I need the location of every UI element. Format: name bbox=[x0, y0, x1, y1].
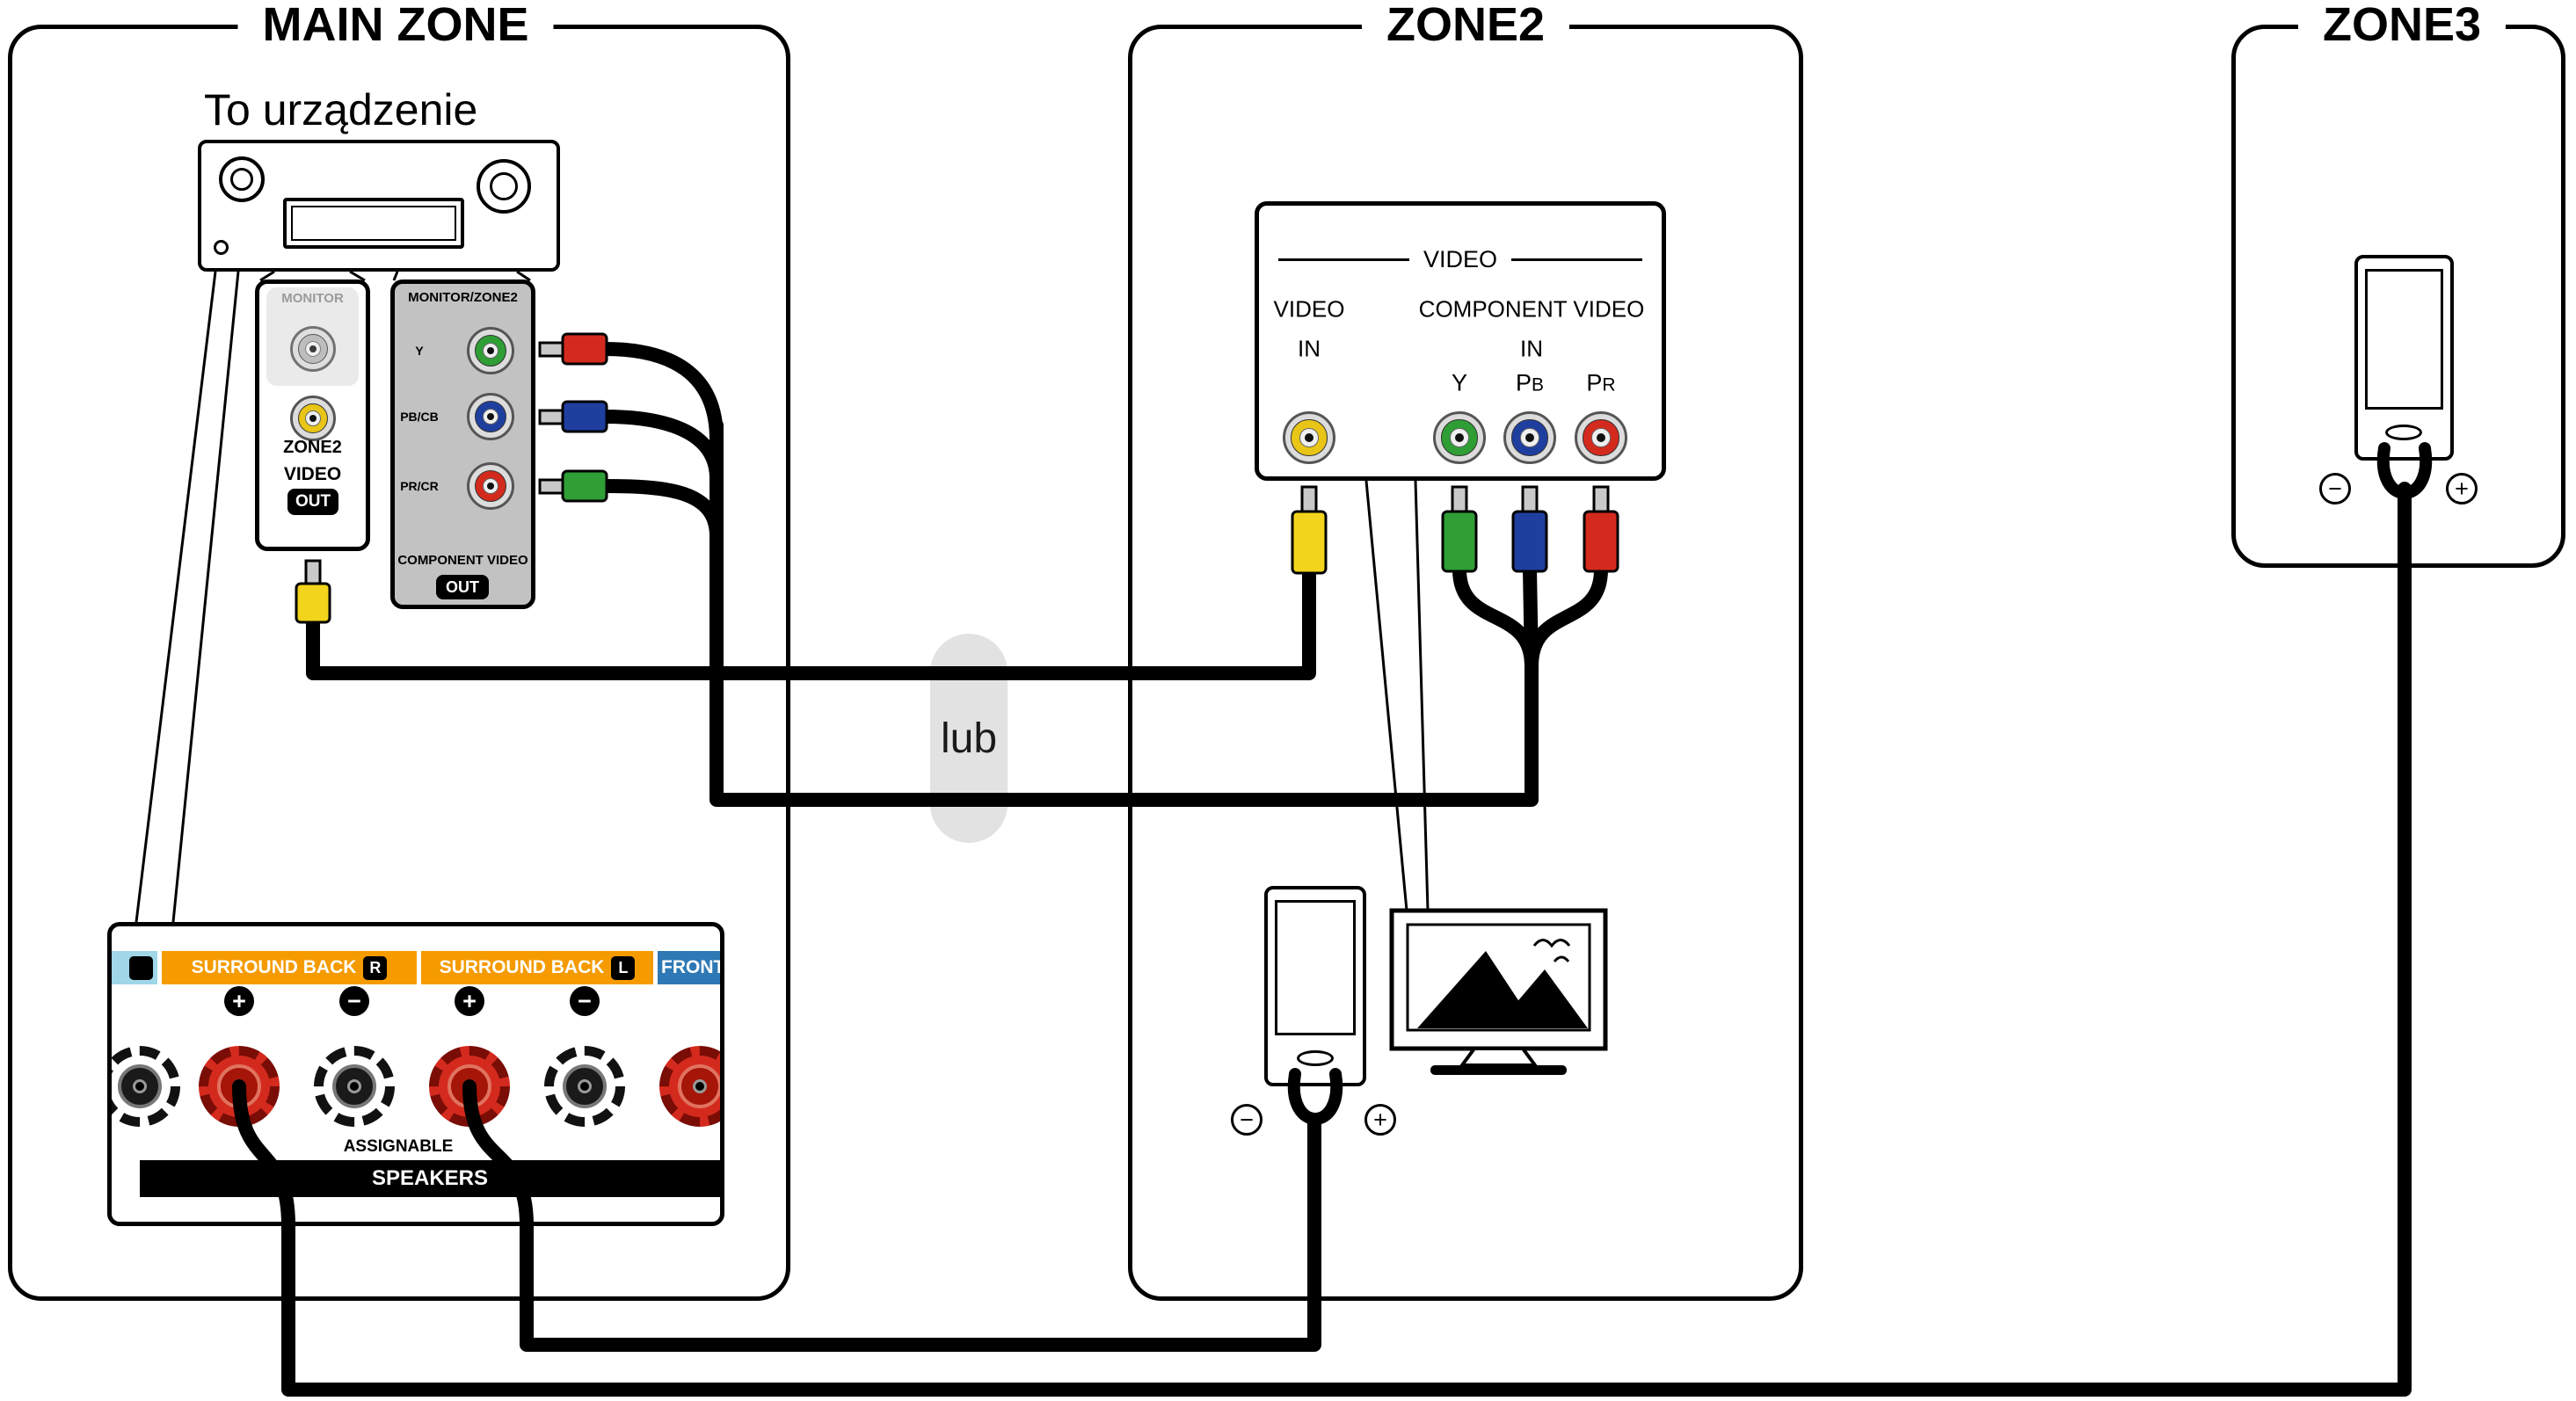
speaker-label-strip: SURROUND BACK R SURROUND BACK L FRONT bbox=[112, 951, 720, 984]
cut-badge bbox=[129, 955, 153, 980]
speaker-grille bbox=[1275, 900, 1356, 1035]
speaker-terminal-panel: SURROUND BACK R SURROUND BACK L FRONT + … bbox=[107, 922, 724, 1226]
monitor-jack bbox=[290, 326, 336, 372]
component-video-label: COMPONENT VIDEO bbox=[397, 553, 528, 568]
video-out-badge: OUT bbox=[287, 489, 338, 515]
component-pb-label: PB/CB bbox=[400, 410, 439, 424]
strip-surround-back-l: SURROUND BACK L bbox=[421, 951, 653, 984]
main-zone-title: MAIN ZONE bbox=[237, 1, 554, 48]
minus-mark: − bbox=[339, 986, 369, 1016]
component-pr-jack bbox=[467, 462, 514, 510]
zone2-panel-title: VIDEO bbox=[1423, 245, 1498, 272]
component-panel-title: MONITOR/ZONE2 bbox=[408, 290, 518, 305]
zone3-speaker bbox=[2354, 255, 2454, 461]
speakers-label: SPEAKERS bbox=[371, 1166, 489, 1190]
video-in-label2: IN bbox=[1298, 335, 1321, 362]
component-pr-label: PR/CR bbox=[400, 479, 439, 493]
speaker-terminal-positive bbox=[199, 1046, 280, 1127]
component-video-out-panel: MONITOR/ZONE2 Y PB/CB PR/CR COMPONENT VI… bbox=[390, 279, 535, 609]
zone3-title: ZONE3 bbox=[2297, 1, 2507, 48]
receiver-power-button-icon bbox=[214, 240, 229, 255]
zone2-pr-in-jack bbox=[1575, 411, 1627, 464]
receiver bbox=[198, 140, 560, 272]
assignable-label: ASSIGNABLE bbox=[343, 1137, 454, 1156]
component-in-label2: IN bbox=[1520, 335, 1543, 362]
or-label: lub bbox=[940, 715, 998, 762]
zone2-title: ZONE2 bbox=[1361, 1, 1570, 48]
y-label: Y bbox=[1451, 369, 1468, 396]
zone3-speaker-minus: − bbox=[2319, 473, 2351, 505]
minus-mark: − bbox=[570, 986, 600, 1016]
speaker-port bbox=[1297, 1050, 1334, 1066]
component-in-label: COMPONENT VIDEO bbox=[1418, 295, 1645, 323]
speaker-port bbox=[2385, 425, 2422, 440]
monitor-video-out-panel: MONITOR ZONE2 VIDEO OUT bbox=[255, 279, 370, 551]
component-pb-jack bbox=[467, 393, 514, 440]
zone3-speaker-plus: + bbox=[2446, 473, 2478, 505]
speakers-bar: SPEAKERS bbox=[140, 1160, 720, 1197]
zone2-speaker-plus: + bbox=[1364, 1104, 1396, 1136]
zone2-pb-in-jack bbox=[1503, 411, 1556, 464]
component-y-label: Y bbox=[415, 344, 424, 358]
zone2-video-panel: VIDEO VIDEO IN COMPONENT VIDEO IN Y PB P… bbox=[1255, 201, 1666, 481]
component-out-badge: OUT bbox=[436, 575, 489, 599]
zone2-video-in-jack bbox=[1283, 411, 1335, 464]
receiver-display bbox=[283, 198, 464, 249]
receiver-knob-left-icon bbox=[219, 156, 265, 202]
zone2-jack-label: ZONE2 bbox=[283, 438, 342, 457]
or-pill: lub bbox=[930, 634, 1008, 843]
speaker-terminal-positive bbox=[659, 1046, 720, 1127]
title-rule-left bbox=[1278, 258, 1409, 261]
zone2-panel-title-row: VIDEO bbox=[1278, 246, 1642, 272]
strip-segment-cut bbox=[112, 951, 157, 984]
zone2-video-out-jack bbox=[290, 396, 336, 441]
speaker-terminal-negative bbox=[544, 1046, 625, 1127]
video-label: VIDEO bbox=[283, 464, 342, 484]
video-in-label: VIDEO bbox=[1273, 295, 1345, 323]
strip-surround-back-r: SURROUND BACK R bbox=[162, 951, 417, 984]
component-y-jack bbox=[467, 327, 514, 374]
device-label: To urządzenie bbox=[204, 85, 478, 134]
badge-l: L bbox=[611, 955, 636, 980]
zone2-y-in-jack bbox=[1433, 411, 1486, 464]
plus-mark: + bbox=[455, 986, 484, 1016]
title-rule-right bbox=[1511, 258, 1642, 261]
speaker-grille bbox=[2365, 269, 2443, 410]
plus-mark: + bbox=[224, 986, 254, 1016]
zone2-speaker-minus: − bbox=[1231, 1104, 1263, 1136]
receiver-knob-right-icon bbox=[477, 159, 531, 214]
strip-front: FRONT bbox=[658, 951, 720, 984]
speaker-terminal-positive bbox=[429, 1046, 510, 1127]
pb-label: PB bbox=[1515, 369, 1545, 396]
pr-label: PR bbox=[1586, 369, 1616, 396]
badge-r: R bbox=[363, 955, 388, 980]
monitor-label: MONITOR bbox=[281, 291, 344, 306]
speaker-terminal-negative bbox=[112, 1046, 180, 1127]
speaker-terminal-negative bbox=[314, 1046, 395, 1127]
zone2-speaker bbox=[1264, 886, 1366, 1086]
